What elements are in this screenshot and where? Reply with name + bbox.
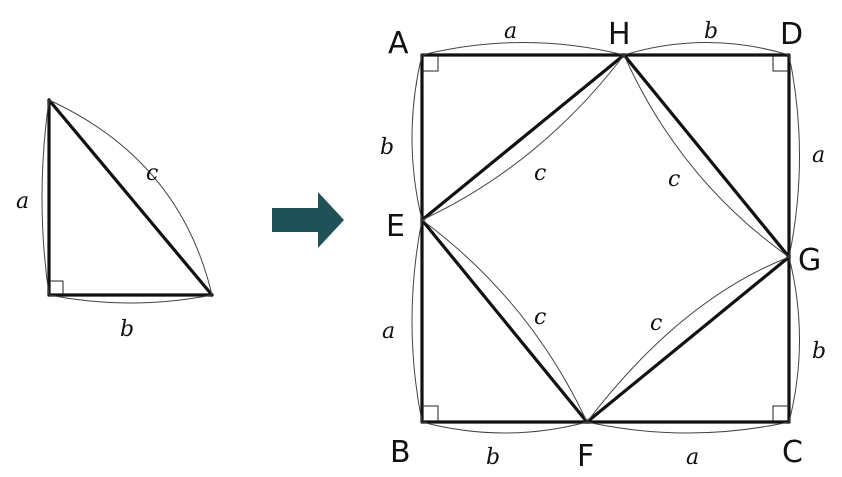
side-label-gc: b xyxy=(812,339,826,364)
brace-hd xyxy=(623,42,790,56)
side-label-dg: a xyxy=(812,143,825,168)
triangle-label-a: a xyxy=(16,189,29,214)
point-label-a: A xyxy=(388,26,409,61)
triangle-right-angle-mark xyxy=(49,280,64,295)
brace-eh xyxy=(421,54,625,221)
triangle-brace-b xyxy=(48,294,213,304)
point-label-f: F xyxy=(577,439,594,474)
right-triangle: a b c xyxy=(16,98,214,342)
brace-fb xyxy=(421,421,588,434)
brace-fg xyxy=(586,256,790,423)
side-label-fg: c xyxy=(650,311,662,336)
side-label-cf: a xyxy=(686,445,699,470)
brace-cf xyxy=(586,421,790,434)
point-label-c: C xyxy=(782,435,803,470)
side-label-eh: c xyxy=(534,161,546,186)
inner-square xyxy=(420,53,791,424)
brace-ea xyxy=(411,54,423,221)
right-arrow-icon xyxy=(272,192,344,248)
point-label-d: D xyxy=(780,17,803,52)
right-angle-mark-a xyxy=(422,55,439,72)
square-construction: A H D E G B F C a b a b a b a b c c c c xyxy=(380,17,826,474)
right-angle-mark-c xyxy=(772,405,789,422)
brace-ef xyxy=(421,219,588,423)
triangle-label-c: c xyxy=(146,161,158,186)
side-label-ef: c xyxy=(534,305,546,330)
side-label-be: a xyxy=(382,319,395,344)
point-label-e: E xyxy=(386,209,405,244)
side-label-ea: b xyxy=(380,135,394,160)
point-label-g: G xyxy=(798,243,821,278)
side-label-ah: a xyxy=(504,19,517,44)
brace-be xyxy=(411,219,423,423)
triangle-brace-a xyxy=(41,99,50,296)
right-angle-mark-d xyxy=(772,55,789,72)
brace-gc xyxy=(788,256,800,423)
brace-hg xyxy=(623,54,790,258)
right-angle-mark-b xyxy=(422,405,439,422)
side-label-hg: c xyxy=(668,167,680,192)
side-label-fb: b xyxy=(486,445,500,470)
brace-dg xyxy=(788,54,800,258)
point-label-b: B xyxy=(390,435,411,470)
outer-square xyxy=(420,53,791,424)
point-label-h: H xyxy=(608,17,631,52)
triangle-brace-c xyxy=(48,99,213,296)
right-arrow-shape xyxy=(272,192,344,248)
triangle-hypotenuse-c xyxy=(47,98,214,297)
side-label-hd: b xyxy=(704,19,718,44)
brace-ah xyxy=(421,42,625,56)
triangle-label-b: b xyxy=(120,317,134,342)
